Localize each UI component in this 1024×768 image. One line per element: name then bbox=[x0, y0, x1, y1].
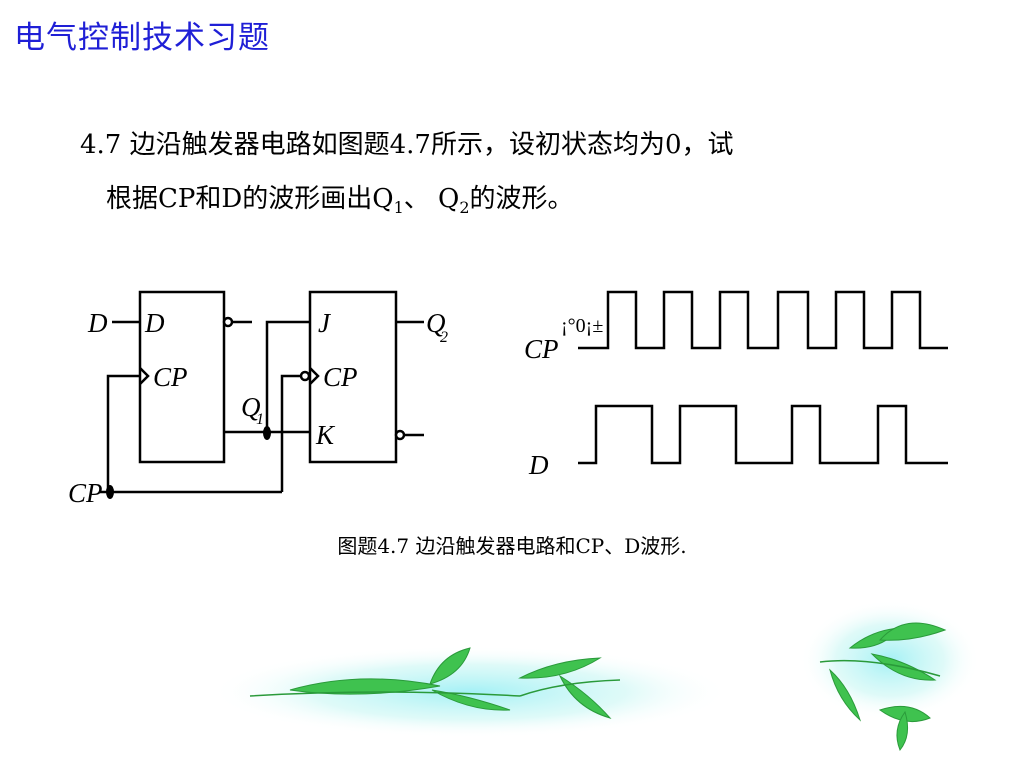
q1-label-sub: 1 bbox=[256, 411, 264, 428]
problem-line-2-b: 、 Q bbox=[403, 184, 460, 214]
ff2-j-pin-label: J bbox=[318, 308, 332, 338]
leaf-icon bbox=[829, 668, 862, 722]
slide-title: 电气控制技术习题 bbox=[14, 20, 270, 56]
problem-line-2-a: 根据CP和D的波形画出Q bbox=[106, 184, 394, 214]
ff1-cp-pin-label: CP bbox=[153, 362, 188, 392]
ff1-qbar-bubble bbox=[222, 316, 234, 328]
leaf-icon bbox=[878, 622, 947, 641]
cp-to-ff1-wire bbox=[106, 374, 140, 492]
leaf-icon bbox=[429, 647, 471, 685]
ff2-k-pin-label: K bbox=[315, 420, 336, 450]
cp-to-ff2-wire bbox=[280, 374, 301, 492]
q2-label: Q bbox=[426, 308, 446, 338]
d-waveform-label: D bbox=[528, 450, 549, 480]
leaf-stem bbox=[519, 679, 621, 697]
problem-line-1: 4.7 边沿触发器电路如图题4.7所示，设初状态均为0，试 bbox=[80, 130, 734, 160]
leaf-icon bbox=[518, 657, 602, 679]
problem-line-2-c: 的波形。 bbox=[469, 184, 574, 214]
q1-junction-dot bbox=[263, 426, 271, 440]
leaf-icon bbox=[289, 678, 441, 695]
cp-junction-dot bbox=[106, 485, 114, 499]
leaf-stem bbox=[819, 659, 941, 677]
decorative-leaves bbox=[210, 600, 980, 751]
ext-d-label: D bbox=[87, 308, 108, 338]
leaf-icon bbox=[558, 674, 612, 719]
problem-line-2: 根据CP和D的波形画出Q1、 Q2的波形。 bbox=[80, 172, 940, 235]
ff2-qbar-bubble bbox=[394, 429, 406, 441]
figure-4-7: D D CP CP Q 1 J CP K Q 2 CP ¡°0¡± D bbox=[68, 290, 948, 508]
ff2-clock-bubble bbox=[299, 370, 311, 382]
leaf-icon bbox=[896, 710, 909, 751]
ff2-cp-pin-label: CP bbox=[323, 362, 358, 392]
figure-caption: 图题4.7 边沿触发器电路和CP、D波形. bbox=[337, 534, 687, 558]
ff1-clock-triangle bbox=[139, 367, 150, 385]
ff1-d-pin-label: D bbox=[144, 308, 165, 338]
problem-text: 4.7 边沿触发器电路如图题4.7所示，设初状态均为0，试 根据CP和D的波形画… bbox=[80, 118, 940, 235]
q1-subscript: 1 bbox=[393, 198, 404, 218]
d-waveform bbox=[578, 404, 948, 465]
leaf-icon bbox=[431, 689, 511, 711]
cp-waveform bbox=[578, 290, 948, 350]
q2-subscript: 2 bbox=[459, 198, 470, 218]
cp-garbled-text: ¡°0¡± bbox=[561, 315, 603, 337]
ext-cp-label: CP bbox=[68, 478, 103, 508]
cp-waveform-label: CP bbox=[524, 334, 559, 364]
ff2-clock-triangle bbox=[309, 367, 320, 385]
q2-label-sub: 2 bbox=[440, 329, 448, 346]
q1-label: Q bbox=[241, 392, 261, 422]
leaf-glow-left bbox=[210, 646, 730, 738]
leaf-stem bbox=[249, 691, 521, 697]
q1-to-j-wire bbox=[265, 320, 310, 432]
